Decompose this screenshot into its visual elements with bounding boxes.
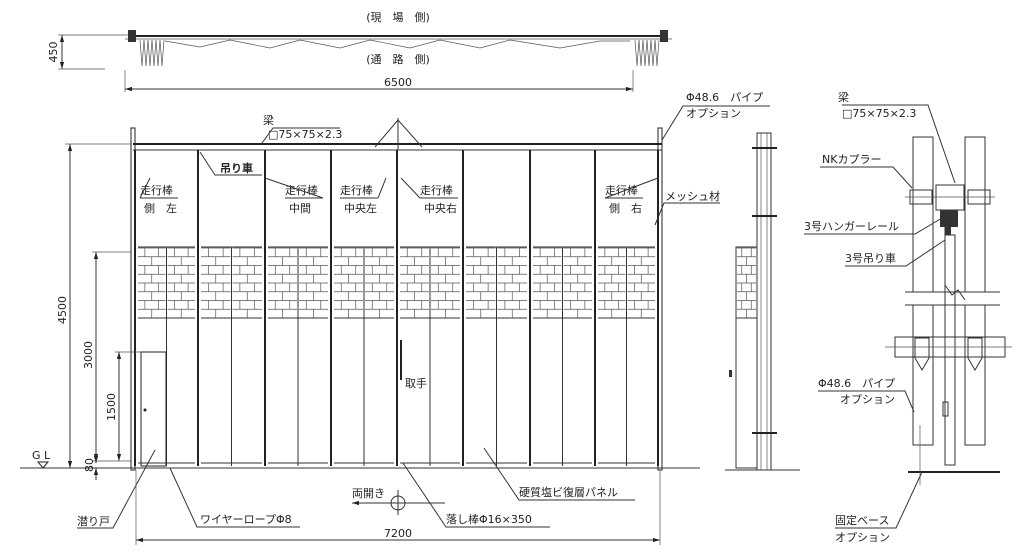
detail-beam-spec: □75×75×2.3: [842, 107, 916, 120]
wire-rope-label: ワイヤーロープΦ8: [200, 513, 292, 526]
plan-view: (現 場 側) (通 路 側) 6500 450: [47, 11, 672, 92]
wicket-door: [140, 351, 167, 467]
plan-width-dim: 6500: [384, 76, 412, 89]
svg-text:走行棒: 走行棒: [140, 183, 173, 197]
double-open-label: 両開き: [352, 487, 385, 500]
folding-panel: [598, 246, 655, 466]
front-width-dim: 7200: [384, 527, 412, 540]
pvc-panel-label: 硬質塩ビ復層パネル: [519, 485, 618, 499]
height-gap-dim: 80: [83, 458, 96, 472]
drop-bar-label: 落し棒Φ16×350: [446, 512, 532, 526]
hanger-wheel-label: 吊り車: [220, 161, 253, 175]
folding-panel: [533, 246, 592, 466]
svg-text:側 左: 側 左: [144, 202, 177, 215]
svg-text:側 右: 側 右: [609, 201, 642, 215]
folding-panel: [466, 246, 527, 466]
site-side-label: (現 場 側): [366, 11, 430, 24]
height-panel-dim: 3000: [82, 341, 95, 369]
hanger-rail-label: 3号ハンガーレール: [804, 220, 899, 233]
side-view: [725, 132, 800, 471]
svg-text:中央右: 中央右: [424, 201, 457, 215]
svg-text:中央左: 中央左: [344, 202, 377, 215]
pipe-label: Φ48.6 パイプ: [686, 91, 763, 104]
folding-panel: [334, 246, 394, 466]
wicket-door-label: 潜り戸: [77, 514, 110, 528]
beam-label: 梁: [263, 113, 274, 127]
hanger-wheel-label: 3号吊り車: [845, 251, 896, 265]
detail-beam: [935, 184, 965, 211]
base-option: オプション: [835, 531, 890, 544]
mesh-label: メッシュ材: [665, 189, 720, 203]
beam-spec: □75×75×2.3: [268, 128, 342, 141]
handle-label: 取手: [405, 376, 427, 390]
plan-post-right: [660, 30, 668, 42]
plan-post-left: [128, 30, 136, 42]
height-total-dim: 4500: [56, 296, 69, 324]
svg-text:走行棒: 走行棒: [340, 183, 373, 197]
pipe-option: オプション: [686, 107, 741, 120]
base-label: 固定ベース: [835, 513, 889, 527]
hanger-rail: [940, 210, 958, 227]
svg-text:走行棒: 走行棒: [605, 183, 638, 197]
detail-beam-label: 梁: [838, 90, 849, 104]
detail-pipe-label: Φ48.6 パイプ: [818, 377, 895, 390]
height-door-dim: 1500: [105, 393, 118, 421]
svg-text:走行棒: 走行棒: [420, 183, 453, 197]
folding-panel: [268, 246, 328, 466]
front-view: 取手 梁 □75×75×2.3 Φ48.6 パイプ オプション 吊り車 走行棒側…: [20, 91, 770, 545]
folding-panel: [201, 246, 262, 466]
ground-label: G L: [32, 449, 51, 462]
road-side-label: (通 路 側): [366, 53, 430, 66]
svg-text:中間: 中間: [289, 202, 311, 215]
plan-depth-dim: 450: [47, 42, 60, 63]
coupler-label: NKカプラー: [822, 153, 881, 166]
detail-pipe-option: オプション: [840, 393, 895, 406]
folding-panel: [400, 246, 460, 466]
detail-view: 梁 □75×75×2.3 NKカプラー 3号ハンガーレール 3号吊り車 Φ48.…: [804, 90, 1012, 544]
